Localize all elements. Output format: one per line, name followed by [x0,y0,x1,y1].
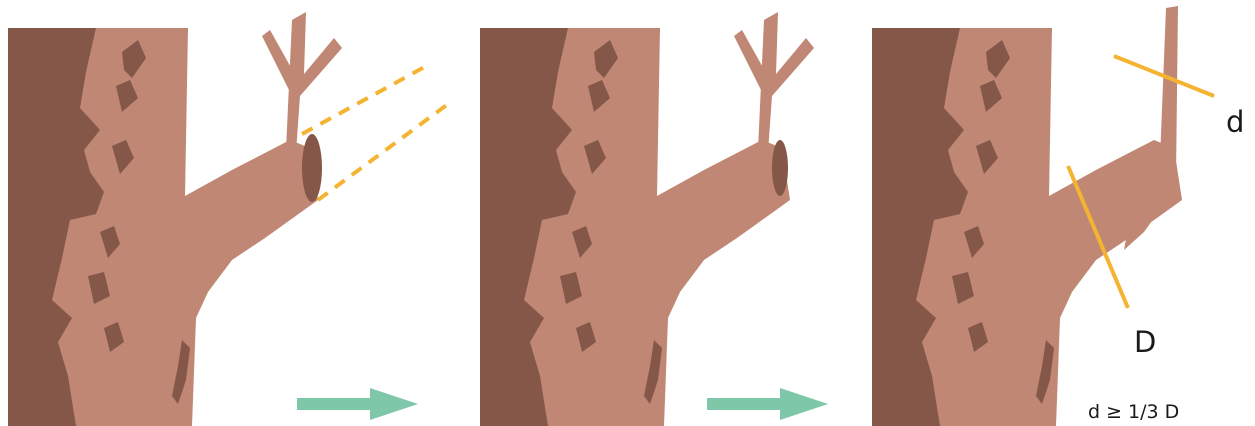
panel-result [872,6,1215,426]
branch-diameter-label: d [1226,105,1244,139]
trunk-diameter-line [1066,165,1130,309]
branch-diameter-line [1113,54,1215,98]
small-branch [286,12,342,152]
next-step-arrow [707,388,828,420]
healed-cut-scar [772,140,788,196]
cut-guide-upper [301,62,431,136]
diameter-rule-label: d ≥ 1/3 D [1088,401,1179,423]
panel-before-cut [8,12,450,426]
panel-after-cut [480,12,814,426]
trunk-diameter-label: D [1134,325,1156,359]
cut-guide-lower [316,102,450,202]
leader-branch [1124,6,1178,250]
next-step-arrow [297,388,418,420]
limb-cut-face [302,134,322,202]
